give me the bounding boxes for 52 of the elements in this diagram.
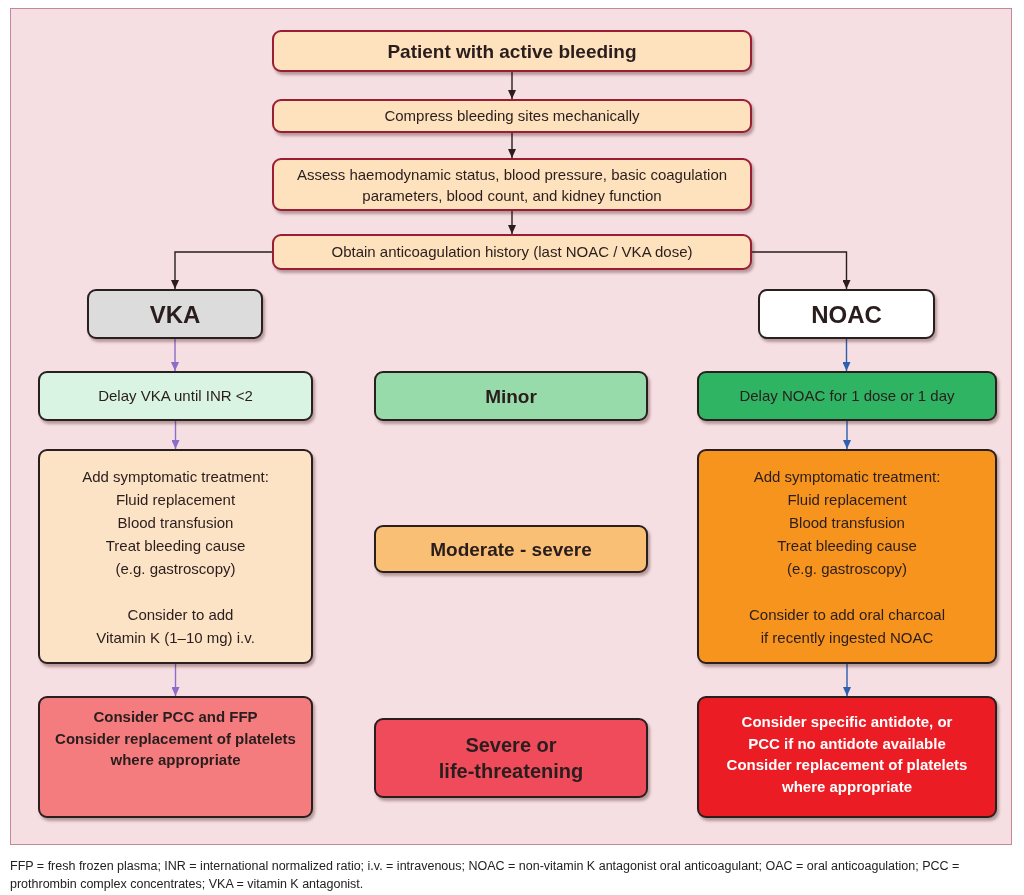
box-text: Fluid replacement: [115, 489, 236, 510]
arrow: [842, 338, 851, 372]
action-box: [697, 696, 997, 818]
box-text: Consider to add oral charcoal if recently ingested NOAC: [748, 604, 946, 648]
box-text: Minor: [485, 384, 537, 409]
box-text: NOAC: [811, 299, 882, 330]
category-box: [87, 289, 263, 339]
arrow: [843, 663, 851, 697]
action-box: [38, 371, 313, 421]
box-text: Consider replacement of platelets where appropriate: [725, 755, 969, 797]
action-box: [38, 696, 313, 818]
box-text: Add symptomatic treatment:: [82, 466, 269, 487]
arrow: [171, 663, 180, 697]
arrow: [508, 132, 516, 159]
box-text: Treat bleeding cause (e.g. gastroscopy): [104, 535, 247, 579]
arrow: [171, 420, 180, 450]
box-text: Consider PCC and FFP: [93, 707, 258, 727]
process-box: [272, 234, 752, 270]
box-text: Blood transfusion: [789, 512, 905, 533]
action-box: [697, 371, 997, 421]
action-box: [38, 449, 313, 664]
box-text: Add symptomatic treatment:: [753, 466, 941, 487]
box-text: Delay VKA until INR <2: [98, 386, 253, 406]
box-text: Obtain anticoagulation history (last NOAC / VKA dose): [331, 242, 693, 262]
box-text: Compress bleeding sites mechanically: [384, 106, 640, 126]
box-text: Consider replacement of platelets where appropriate: [54, 728, 297, 770]
box-text: Assess haemodynamic status, blood pressure, basic coagulation parameters, blood count, and kidney function: [295, 164, 729, 206]
process-box: [272, 158, 752, 211]
box-text: VKA: [149, 299, 201, 330]
process-box: [272, 99, 752, 133]
arrow: [508, 71, 516, 100]
arrow: [843, 420, 851, 450]
box-text: Severe or life-threatening: [437, 733, 585, 784]
arrow: [171, 338, 179, 372]
severity-box: [374, 718, 648, 798]
severity-box: [374, 371, 648, 421]
box-text: Blood transfusion: [117, 512, 234, 533]
box-text: Treat bleeding cause (e.g. gastroscopy): [776, 535, 918, 579]
box-text: Patient with active bleeding: [387, 39, 637, 64]
arrow: [171, 251, 273, 290]
start-box: [272, 30, 752, 72]
arrow: [751, 251, 851, 290]
caption-text: FFP = fresh frozen plasma; INR = international normalized ratio; i.v. = intravenous; NOAC = non-vitamin K antagonist oral anticoagulant; OAC = oral anticoagulation; PCC = prothrombin complex concentrates; VKA = vitamin K antagonist.: [10, 858, 961, 893]
box-text: Consider specific antidote, or PCC if no antidote available: [740, 712, 954, 754]
box-text: Moderate - severe: [430, 537, 592, 562]
box-text: Delay NOAC for 1 dose or 1 day: [739, 386, 955, 406]
category-box: [758, 289, 935, 339]
action-box: [697, 449, 997, 664]
severity-box: [374, 525, 648, 573]
arrow: [508, 210, 516, 235]
box-text: Consider to add Vitamin K (1–10 mg) i.v.: [95, 604, 256, 648]
box-text: Fluid replacement: [787, 489, 907, 510]
